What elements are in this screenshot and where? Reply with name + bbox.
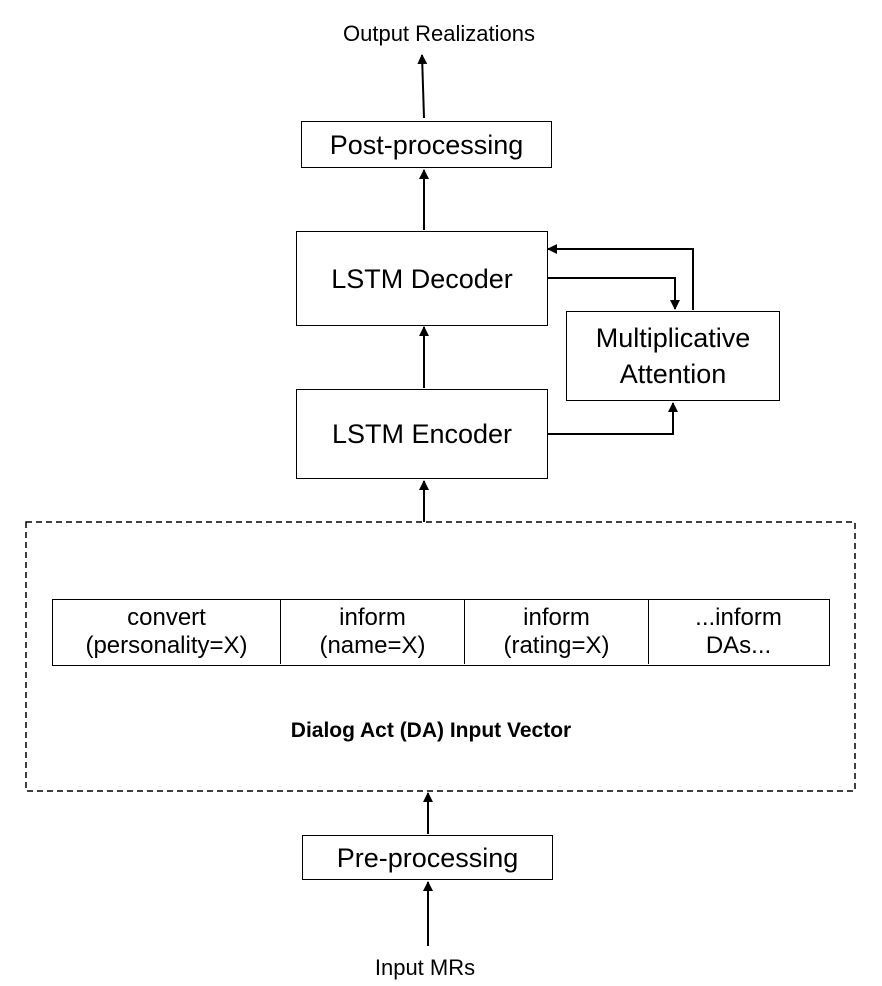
vector-cell-convert-personality: convert (personality=X)	[53, 600, 281, 664]
da-input-vector-caption: Dialog Act (DA) Input Vector	[290, 719, 572, 742]
multiplicative-attention-box: Multiplicative Attention	[566, 311, 780, 401]
lstm-encoder-label: LSTM Encoder	[331, 419, 513, 449]
output-realizations-label: Output Realizations	[343, 21, 535, 46]
vector-cell-inform-das: ...inform DAs...	[649, 600, 828, 664]
attention-label-line2: Attention	[619, 359, 727, 389]
vector-cell-line2: (personality=X)	[85, 632, 248, 659]
da-input-vector: convert (personality=X) inform (name=X) …	[52, 599, 830, 666]
vector-cell-line2: (rating=X)	[503, 632, 610, 659]
vector-cell-inform-name: inform (name=X)	[281, 600, 465, 664]
post-processing-label: Post-processing	[329, 129, 524, 160]
pre-processing-label: Pre-processing	[336, 842, 519, 873]
vector-cell-inform-rating: inform (rating=X)	[465, 600, 649, 664]
vector-cell-line1: inform	[523, 604, 590, 631]
vector-cell-line2: (name=X)	[319, 632, 426, 659]
vector-cell-line1: convert	[127, 604, 206, 631]
arrow-postprocessing-to-output	[417, 54, 428, 119]
pre-processing-box: Pre-processing	[302, 835, 553, 880]
da-vector-container	[25, 521, 856, 792]
arrow-attention-to-decoder	[547, 244, 694, 310]
lstm-decoder-box: LSTM Decoder	[296, 231, 548, 326]
vector-cell-line1: inform	[339, 604, 406, 631]
vector-cell-line2: DAs...	[705, 632, 772, 659]
arrow-decoder-to-attention	[548, 277, 680, 310]
attention-label-line1: Multiplicative	[595, 323, 751, 353]
lstm-decoder-label: LSTM Decoder	[331, 263, 513, 294]
vector-cell-line1: ...inform	[695, 604, 782, 631]
lstm-encoder-box: LSTM Encoder	[296, 389, 548, 479]
arrow-encoder-to-attention	[548, 402, 678, 435]
input-mrs-label: Input MRs	[374, 955, 476, 980]
post-processing-box: Post-processing	[301, 121, 552, 168]
